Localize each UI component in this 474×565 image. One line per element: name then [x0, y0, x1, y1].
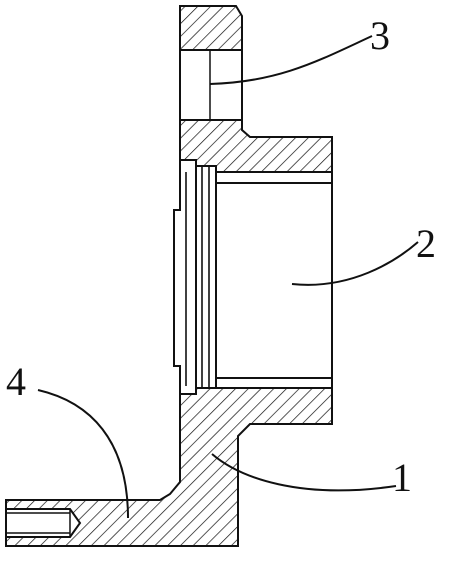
part-label-3: 3 [370, 13, 390, 58]
bearing-bore [215, 171, 333, 389]
seal-ring [195, 165, 217, 389]
part-label-2: 2 [416, 221, 436, 266]
lower-body-hatched [5, 387, 333, 547]
leader-line-2 [291, 241, 419, 286]
top-flange-hatched [179, 5, 243, 51]
part-label-4: 4 [6, 359, 26, 404]
leader-line-3 [209, 35, 373, 85]
part-label-1: 1 [392, 455, 412, 500]
inner-wall-plate [173, 159, 197, 395]
leader-line-1 [211, 453, 397, 492]
upper-body-hatched [179, 119, 333, 173]
bolt-hole [179, 49, 243, 121]
leader-line-4 [37, 389, 129, 519]
